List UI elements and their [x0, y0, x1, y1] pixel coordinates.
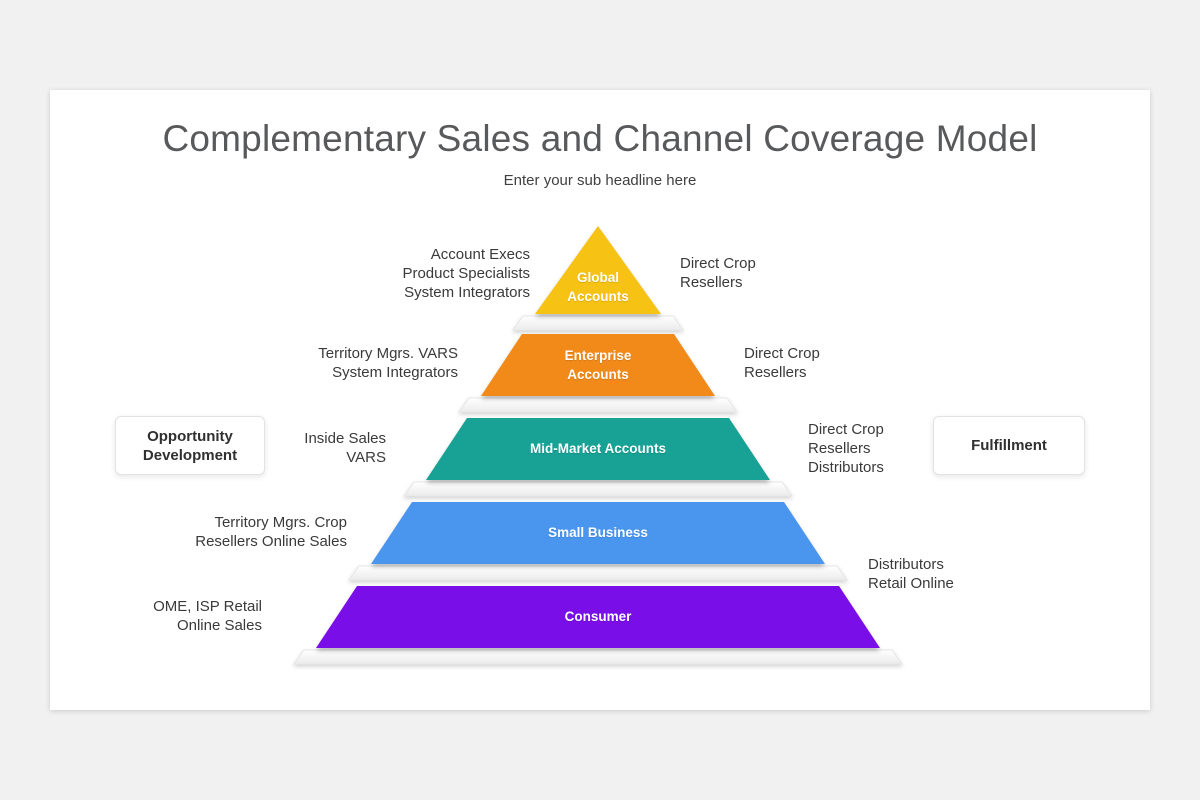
pyramid-level-label-consumer: Consumer — [564, 609, 632, 624]
pyramid-level-label-small-business: Small Business — [548, 525, 648, 540]
annotation-right-global-accounts: Direct Crop Resellers — [680, 255, 756, 291]
opportunity-development-box: Opportunity Development — [115, 416, 265, 475]
annotation-left-small-business: Territory Mgrs. Crop Resellers Online Sa… — [195, 514, 347, 550]
annotation-left-enterprise-accounts: Territory Mgrs. VARS System Integrators — [318, 345, 458, 381]
annotation-left-mid-market-accounts: Inside Sales VARS — [304, 430, 386, 466]
annotation-left-consumer: OME, ISP Retail Online Sales — [153, 598, 262, 634]
annotation-right-small-business-consumer: Distributors Retail Online — [868, 556, 954, 592]
pyramid-level-label-enterprise-accounts: Enterprise Accounts — [564, 348, 632, 382]
annotation-right-enterprise-accounts: Direct Crop Resellers — [744, 345, 820, 381]
pyramid-level-label-global-accounts: Global Accounts — [567, 270, 629, 304]
slide-title: Complementary Sales and Channel Coverage… — [162, 118, 1038, 159]
annotation-right-mid-market-accounts: Direct Crop Resellers Distributors — [808, 421, 884, 476]
slide-subtitle: Enter your sub headline here — [503, 172, 697, 189]
annotation-left-global-accounts: Account Execs Product Specialists System… — [402, 246, 530, 301]
pyramid-level-label-mid-market-accounts: Mid-Market Accounts — [529, 441, 666, 456]
fulfillment-box: Fulfillment — [933, 416, 1085, 475]
